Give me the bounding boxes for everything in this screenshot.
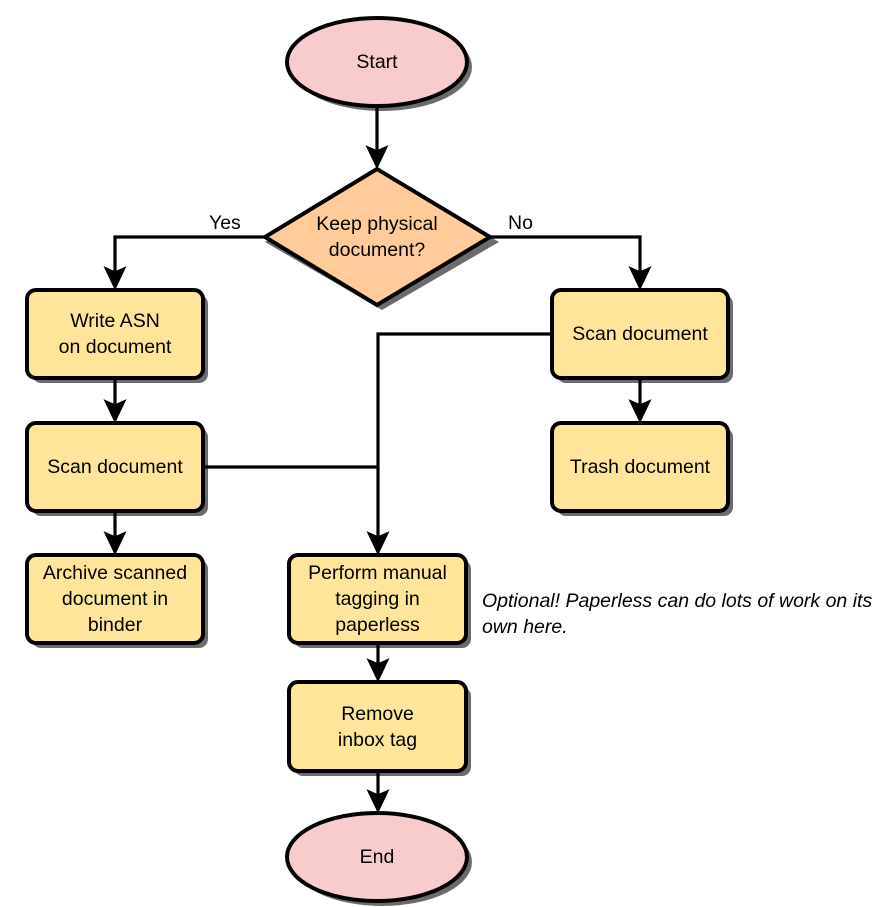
edge-decision-no [490, 235, 652, 291]
edge-scanright-to-tagging [366, 332, 552, 556]
node-write-asn-shape[interactable] [25, 288, 205, 380]
node-manual-tagging-shape[interactable] [287, 553, 468, 645]
node-end-shape[interactable] [285, 811, 469, 903]
flow-connectors [103, 106, 652, 814]
edge-label-no: No [508, 212, 533, 234]
node-decision-shape[interactable] [261, 166, 494, 308]
node-start-shape[interactable] [285, 16, 469, 108]
optional-note: Optional! Paperless can do lots of work … [482, 590, 873, 638]
node-scan-left-shape[interactable] [25, 421, 205, 513]
edge-label-yes: Yes [209, 212, 241, 234]
edge-decision-yes [103, 235, 265, 291]
node-trash-shape[interactable] [550, 421, 730, 513]
node-scan-right-shape[interactable] [550, 288, 730, 380]
node-archive-shape[interactable] [25, 553, 205, 645]
node-remove-inbox-shape[interactable] [287, 680, 468, 773]
